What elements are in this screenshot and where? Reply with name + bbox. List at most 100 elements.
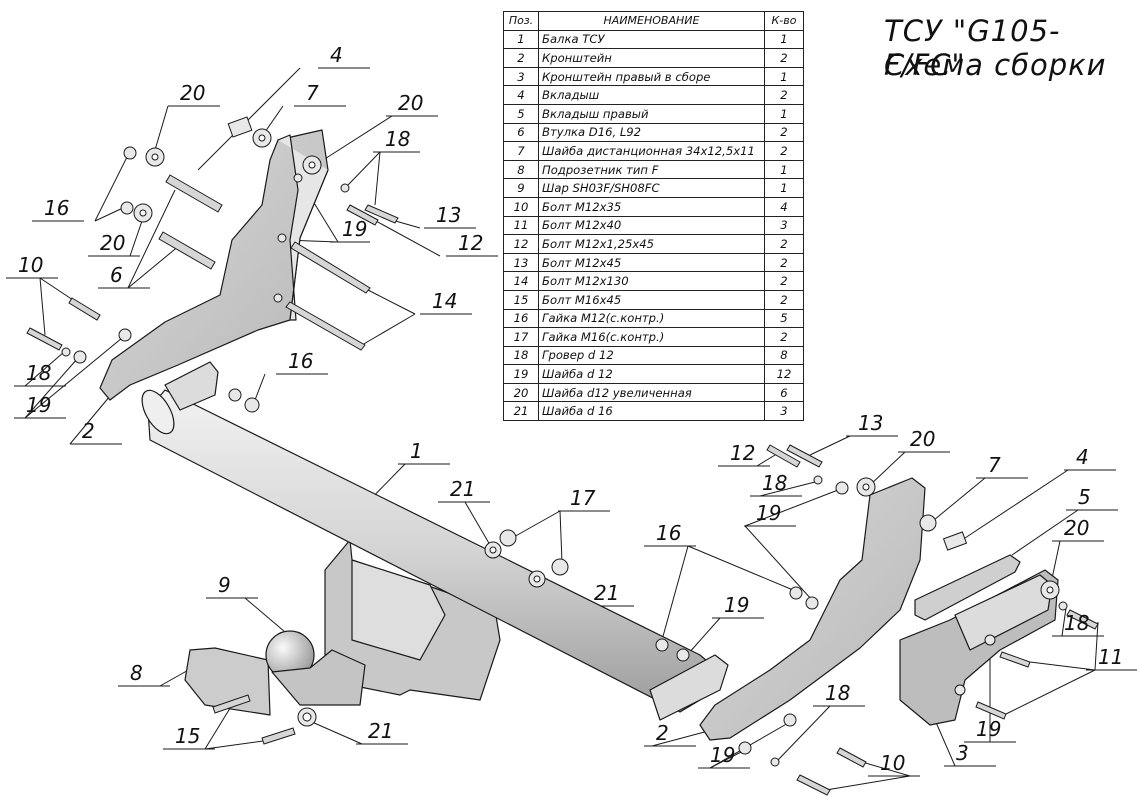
- bolt-11-c: [975, 701, 1007, 720]
- row-pos: 6: [503, 122, 539, 143]
- leader-line: [374, 151, 381, 206]
- row-name: Подрозетник тип F: [538, 159, 765, 180]
- row-qty: 2: [764, 327, 804, 347]
- leader-line: [197, 67, 301, 171]
- leader-line: [933, 477, 986, 521]
- row-pos: 8: [503, 159, 539, 180]
- row-pos: 12: [503, 234, 539, 254]
- leader-line: [127, 244, 181, 289]
- header-qty: К-во: [764, 11, 804, 31]
- callout-2: 2: [656, 721, 669, 745]
- nut-16-c: [244, 397, 260, 413]
- row-pos: 17: [503, 327, 539, 347]
- leader-line: [254, 373, 266, 401]
- callout-16: 16: [288, 349, 313, 373]
- row-pos: 15: [503, 289, 539, 310]
- callout-20: 20: [910, 427, 935, 451]
- row-name: Болт М12х45: [538, 252, 765, 273]
- row-qty: 2: [764, 141, 804, 161]
- row-qty: 4: [764, 196, 804, 217]
- row-name: Болт М12х130: [538, 271, 765, 291]
- bolt-12-right: [766, 444, 801, 468]
- leader-line: [861, 761, 911, 777]
- row-name: Втулка D16, L92: [538, 122, 765, 143]
- insert-4-right: [942, 531, 968, 551]
- row-qty: 2: [764, 122, 804, 143]
- callout-19: 19: [342, 217, 367, 241]
- lock-18-b: [61, 347, 71, 357]
- callout-17: 17: [570, 486, 596, 510]
- leader-line: [127, 189, 176, 289]
- bolt-15-b: [261, 727, 296, 745]
- leader-line: [1061, 607, 1067, 637]
- callout-7: 7: [306, 81, 319, 105]
- row-qty: 2: [764, 85, 804, 105]
- washer-19-b: [277, 233, 287, 243]
- leader-line: [264, 105, 284, 133]
- callout-11: 11: [1098, 645, 1123, 669]
- leader-line: [94, 206, 126, 222]
- row-name: Гайка М16(с.контр.): [538, 327, 765, 347]
- callout-19: 19: [26, 393, 51, 417]
- row-pos: 2: [503, 48, 539, 68]
- row-pos: 3: [503, 66, 539, 87]
- leader-line: [319, 115, 393, 163]
- sleeve-lower: [158, 231, 216, 270]
- leader-line: [24, 337, 123, 419]
- callout-18: 18: [1064, 611, 1089, 635]
- bolt-10-upper: [68, 297, 101, 321]
- nut-16-a: [123, 146, 137, 160]
- leader-line: [129, 217, 144, 257]
- nut-16-d: [655, 638, 669, 652]
- nut-16-e: [789, 586, 803, 600]
- callout-19: 19: [724, 593, 749, 617]
- bolt-12-upper: [346, 204, 379, 226]
- sleeve-upper: [165, 174, 223, 213]
- leader-line: [1011, 509, 1079, 556]
- row-qty: 1: [764, 29, 804, 50]
- row-name: Гайка М12(с.контр.): [538, 308, 765, 329]
- row-pos: 11: [503, 215, 539, 236]
- leader-line: [934, 719, 956, 767]
- washer-19-k: [954, 684, 966, 696]
- callout-21: 21: [368, 719, 393, 743]
- bolt-13-upper: [364, 204, 399, 224]
- row-name: Болт М12х1,25х45: [538, 234, 765, 254]
- header-name: НАИМЕНОВАНИЕ: [538, 11, 765, 31]
- callout-16: 16: [656, 521, 681, 545]
- leader-lines: [6, 67, 1137, 791]
- callout-20: 20: [180, 81, 205, 105]
- row-qty: 3: [764, 401, 804, 422]
- nut-17-a: [499, 529, 517, 547]
- lock-18-d: [1058, 601, 1068, 611]
- row-pos: 4: [503, 85, 539, 105]
- row-qty: 5: [764, 308, 804, 329]
- callout-4: 4: [330, 43, 343, 67]
- insert-4-left: [227, 116, 253, 138]
- bolt-11-b: [999, 651, 1031, 668]
- drawing-title: ТСУ "G105-F/FC": [884, 14, 1061, 82]
- header-pos: Поз.: [503, 11, 539, 31]
- leader-line: [559, 510, 563, 563]
- row-name: Кронштейн правый в сборе: [538, 66, 765, 87]
- callout-12: 12: [730, 441, 755, 465]
- row-name: Кронштейн: [538, 48, 765, 68]
- row-pos: 16: [503, 308, 539, 329]
- callout-21: 21: [594, 581, 619, 605]
- row-name: Шайба дистанционная 34х12,5х11: [538, 141, 765, 161]
- leader-line: [347, 151, 381, 186]
- callout-14: 14: [432, 289, 457, 313]
- row-name: Болт М12х40: [538, 215, 765, 236]
- callout-19: 19: [756, 501, 781, 525]
- callout-20: 20: [398, 91, 423, 115]
- callout-13: 13: [858, 411, 883, 435]
